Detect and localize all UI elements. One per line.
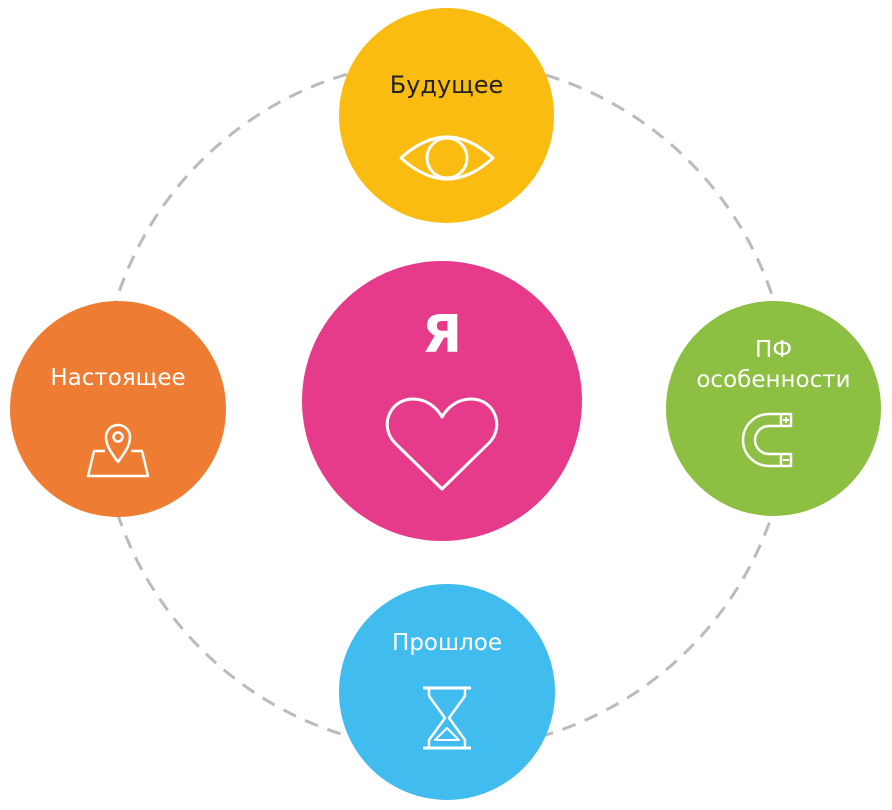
magnet-icon [741,412,792,468]
node-center-label: Я [421,305,463,365]
map-pin-icon [86,423,150,477]
node-future: Будущее [339,8,554,223]
node-past-label: Прошлое [392,630,502,656]
node-future-label: Будущее [389,71,504,99]
hourglass-icon [423,686,471,750]
node-present: Настоящее [10,301,226,517]
node-features-label: ПФ особенности [696,337,851,393]
node-present-label: Настоящее [50,365,186,391]
node-center: Я [302,261,582,541]
eye-icon [399,135,494,181]
heart-icon [385,397,499,491]
node-past: Прошлое [339,584,555,800]
node-features: ПФ особенности [666,301,881,516]
